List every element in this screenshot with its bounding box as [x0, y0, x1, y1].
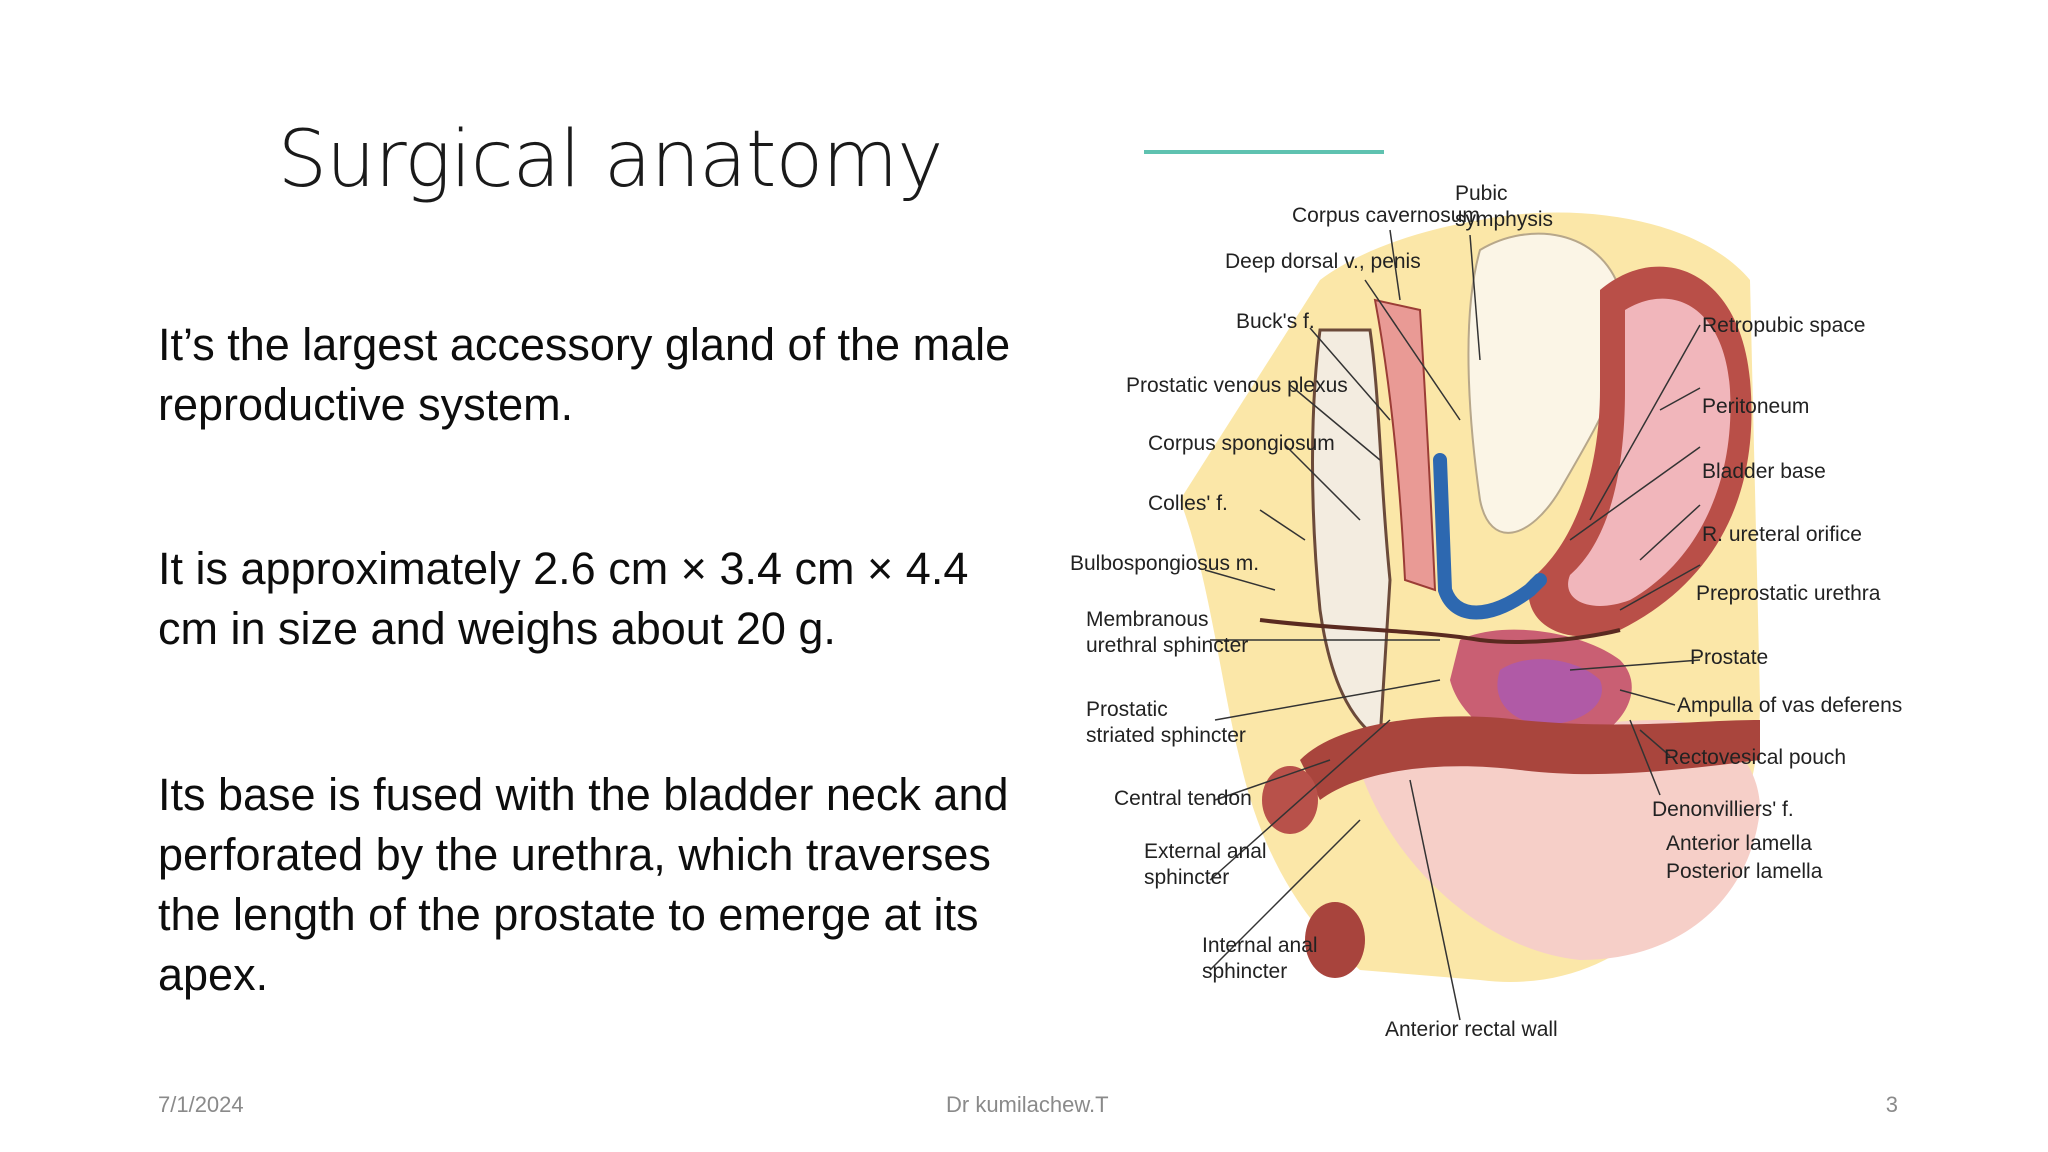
pubic-bone-shape [1467, 232, 1627, 534]
paragraph-1: It’s the largest accessory gland of the … [158, 319, 1011, 430]
label-rectovesical: Rectovesical pouch [1664, 746, 1846, 769]
rectum-region [1360, 720, 1760, 960]
paragraph-3: Its base is fused with the bladder neck … [158, 769, 1009, 1000]
urethra-line [1259, 618, 1621, 644]
label-retropubic: Retropubic space [1702, 314, 1865, 337]
label-anterior-rectal-wall: Anterior rectal wall [1385, 1018, 1558, 1041]
anatomy-diagram: Corpus cavernosum Pubic symphysis Deep d… [1070, 182, 1902, 1041]
leader-lines [1204, 229, 1701, 1021]
label-peritoneum: Peritoneum [1702, 395, 1809, 418]
label-central-tendon: Central tendon [1114, 787, 1252, 810]
label-denonvilliers: Denonvilliers' f. [1652, 798, 1794, 821]
label-bladder-base: Bladder base [1702, 460, 1826, 483]
internal-anal-sphincter-shape [1305, 902, 1365, 978]
footer-author: Dr kumilachew.T [946, 1092, 1109, 1117]
footer-date: 7/1/2024 [158, 1092, 244, 1117]
label-bucks: Buck's f. [1236, 310, 1315, 333]
label-membranous-2: urethral sphincter [1086, 634, 1248, 657]
label-prostatic-venous: Prostatic venous plexus [1126, 374, 1348, 397]
label-internal-anal-1: Internal anal [1202, 934, 1318, 957]
label-anterior-lamella: Anterior lamella [1666, 832, 1812, 855]
rectal-wall [1300, 716, 1760, 800]
venous-plexus-shape [1433, 453, 1547, 620]
label-corpus-cavernosum: Corpus cavernosum [1292, 204, 1480, 227]
label-pubic-2: symphysis [1455, 208, 1553, 231]
body-text: It’s the largest accessory gland of the … [158, 315, 1018, 1005]
label-membranous-1: Membranous [1086, 608, 1209, 631]
label-external-anal-2: sphincter [1144, 866, 1229, 889]
seminal-vesicle-shape [1497, 659, 1602, 725]
label-prostate: Prostate [1690, 646, 1768, 669]
label-ureteral-orifice: R. ureteral orifice [1702, 523, 1862, 546]
label-colles: Colles' f. [1148, 492, 1228, 515]
bladder-lumen [1568, 298, 1731, 606]
label-preprostatic: Preprostatic urethra [1696, 582, 1881, 605]
label-corpus-spongiosum: Corpus spongiosum [1148, 432, 1335, 455]
label-prostatic-striated-2: striated sphincter [1086, 724, 1246, 747]
corpus-spongiosum-shape [1311, 328, 1392, 743]
footer-page-number: 3 [1885, 1092, 1898, 1117]
label-posterior-lamella: Posterior lamella [1666, 860, 1823, 883]
label-internal-anal-2: sphincter [1202, 960, 1287, 983]
corpus-cavernosum-shape [1373, 298, 1437, 592]
label-prostatic-striated-1: Prostatic [1086, 698, 1168, 721]
label-pubic-1: Pubic [1455, 182, 1508, 205]
anatomy-illustration: Corpus cavernosum Pubic symphysis Deep d… [1060, 160, 1940, 1060]
paragraph-2: It is approximately 2.6 cm × 3.4 cm × 4.… [158, 543, 969, 654]
external-anal-sphincter-shape [1262, 766, 1318, 834]
label-ampulla: Ampulla of vas deferens [1677, 694, 1902, 717]
label-deep-dorsal: Deep dorsal v., penis [1225, 250, 1421, 273]
slide-title: Surgical anatomy [277, 115, 944, 205]
accent-line [1144, 150, 1384, 154]
label-external-anal-1: External anal [1144, 840, 1267, 863]
label-bulbospongiosus: Bulbospongiosus m. [1070, 552, 1259, 575]
